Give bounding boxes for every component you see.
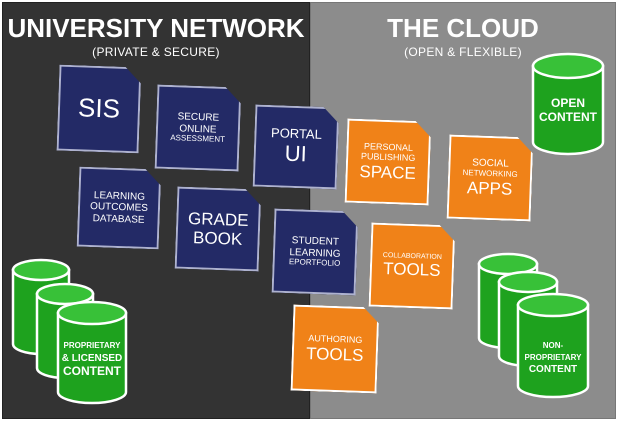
secure-online-assessment-tile: SECURE ONLINE ASSESSMENT — [155, 85, 242, 172]
open-content-line-2: CONTENT — [539, 110, 597, 124]
collaboration-tools-line-2: TOOLS — [382, 259, 441, 281]
open-content-cylinder — [531, 52, 605, 156]
cloud-title: THE CLOUD — [387, 13, 539, 43]
university-network-subtitle: (PRIVATE & SECURE) — [92, 45, 220, 59]
non-proprietary-content-line-1: NON-PROPRIETARY — [524, 341, 582, 362]
grade-book-line-1: GRADE — [187, 208, 249, 231]
proprietary-content-line-3: CONTENT — [63, 364, 121, 378]
learning-outcomes-database-tile: LEARNING OUTCOMES DATABASE — [77, 167, 162, 250]
personal-publishing-space-line-3: SPACE — [359, 161, 417, 183]
cloud-subtitle: (OPEN & FLEXIBLE) — [404, 45, 522, 59]
student-learning-eportfolio-tile: STUDENT LEARNING EPORTFOLIO — [272, 209, 359, 296]
personal-publishing-space-tile: PERSONAL PUBLISHING SPACE — [345, 119, 432, 206]
portal-ui-tile: PORTAL UI — [253, 105, 340, 190]
proprietary-content-line-2: & LICENSED — [61, 353, 123, 364]
student-learning-eportfolio-line-3: EPORTFOLIO — [288, 256, 341, 268]
open-content-line-1: OPEN — [550, 96, 585, 110]
learning-outcomes-database-line-3: DATABASE — [92, 212, 145, 226]
authoring-tools-line-2: TOOLS — [305, 343, 364, 365]
secure-online-assessment-line-3: ASSESSMENT — [170, 132, 226, 144]
portal-ui-line-2: UI — [284, 140, 308, 167]
social-networking-apps-line-3: APPS — [466, 177, 513, 199]
open-content-label: OPEN CONTENT — [530, 96, 606, 124]
non-proprietary-content-line-2: CONTENT — [528, 364, 578, 375]
non-proprietary-content-label: NON-PROPRIETARY CONTENT — [515, 340, 591, 376]
grade-book-line-2: BOOK — [192, 228, 243, 249]
proprietary-content-line-1: PROPRIETARY — [63, 341, 121, 350]
authoring-tools-tile: AUTHORING TOOLS — [291, 305, 380, 394]
proprietary-content-cylinder-front — [56, 300, 128, 405]
non-proprietary-content-cylinder-front — [516, 292, 590, 399]
proprietary-content-label: PROPRIETARY & LICENSED CONTENT — [55, 339, 129, 378]
social-networking-apps-tile: SOCIAL NETWORKING APPS — [447, 135, 534, 222]
collaboration-tools-tile: COLLABORATION TOOLS — [369, 223, 456, 310]
sis-label: SIS — [77, 92, 121, 125]
university-network-title: UNIVERSITY NETWORK — [7, 13, 305, 43]
sis-tile: SIS — [57, 65, 142, 154]
grade-book-tile: GRADE BOOK — [175, 187, 262, 272]
